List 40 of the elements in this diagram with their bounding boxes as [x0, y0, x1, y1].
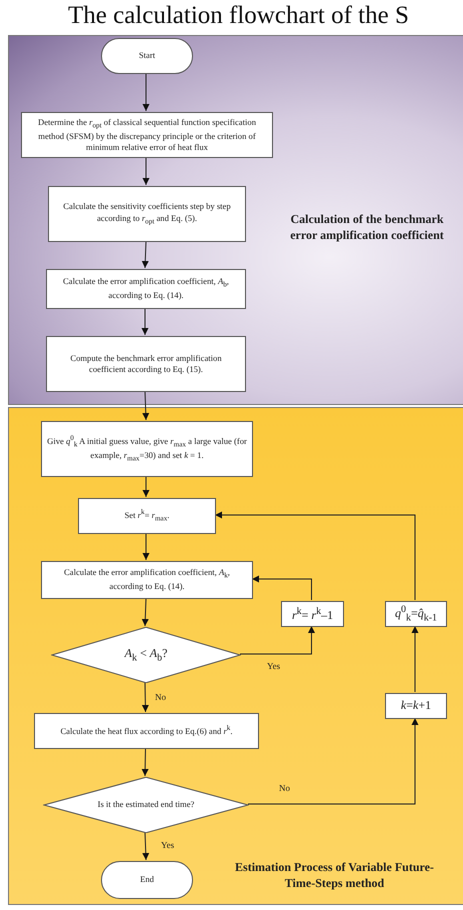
arrow	[142, 748, 149, 776]
decision-diamond: Is it the estimated end time?	[43, 777, 249, 833]
process-box: Calculate the error amplification coefficient, A$_{k}$, according to Eq. (14).	[41, 561, 253, 599]
process-box: Calculate the sensitivity coefficients step by step according to r$_{opt}$ and Eq. (5).	[48, 186, 246, 242]
process-box: r$^{k}$= r$^{k}$–1	[281, 601, 344, 627]
arrow	[214, 512, 416, 600]
process-box: Calculate the error amplification coefficient, A$_{b}$, according to Eq. (14).	[46, 269, 246, 309]
decision-diamond: A$_{k}$ < A$_{b}$?	[51, 627, 241, 683]
arrow	[142, 598, 149, 626]
arrow	[142, 832, 150, 860]
edge-label: No	[154, 692, 167, 702]
arrow	[248, 718, 418, 804]
arrow	[142, 682, 149, 712]
group-panel	[8, 35, 463, 405]
process-box: Calculate the heat flux according to Eq.(6) and r$^{k}$.	[34, 713, 259, 749]
arrow	[142, 476, 150, 498]
process-box: Compute the benchmark error amplification coefficient according to Eq. (15).	[46, 336, 246, 392]
terminal-pill: Start	[101, 38, 193, 74]
panel-heading: Calculation of the benchmark error amplification coefficient	[289, 211, 445, 244]
panel-heading: Estimation Process of Variable Future-Time-Steps method	[234, 859, 435, 892]
arrow	[142, 240, 149, 268]
edge-label: No	[278, 783, 291, 793]
chart-title: The calculation flowchart of the S	[68, 2, 409, 30]
arrow	[142, 156, 150, 186]
process-box: Determine the r$_{opt}$ of classical sequential function specification method (SFSM) by the discrepancy principle or the criterion of minimum relative error of heat flux	[21, 112, 273, 158]
arrow	[142, 532, 150, 560]
arrow	[142, 72, 150, 112]
arrow	[142, 390, 150, 420]
process-box: Set r$^{k}$= r$_{max}$.	[78, 498, 216, 534]
edge-label: Yes	[266, 661, 282, 671]
edge-label: Yes	[160, 840, 176, 850]
group-panel	[8, 407, 463, 905]
terminal-pill: End	[101, 861, 193, 899]
process-box: Give q$^{0}$$_{k}$ A initial guess value, give r$_{max}$ a large value (for example, r$_{max}$=30) and set k = 1.	[41, 421, 253, 477]
process-box: q$^{0}$$_{k}$=q̂$_{k-1}$	[385, 601, 447, 627]
process-box: k=k+1	[385, 693, 447, 719]
arrow	[142, 308, 148, 336]
arrow	[412, 626, 418, 692]
arrow	[240, 626, 315, 654]
arrow	[252, 576, 312, 600]
